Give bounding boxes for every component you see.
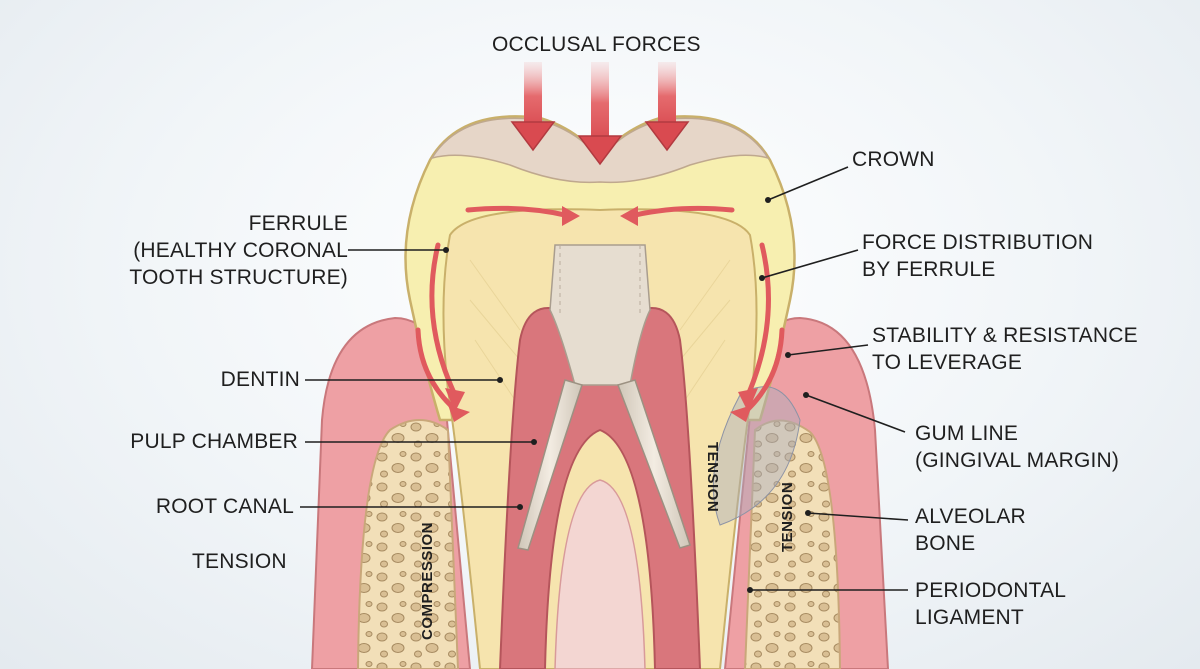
label-tension-left: TENSION (192, 550, 287, 573)
label-force-distribution: FORCE DISTRIBUTION BY FERRULE (862, 229, 1093, 283)
label-stability-line1: STABILITY & RESISTANCE (872, 324, 1138, 347)
label-tension-vertical-outer: TENSION (779, 482, 796, 552)
pulp-chamber (498, 307, 702, 669)
bone-left (356, 419, 460, 669)
label-alveolar-bone-line2: BONE (915, 532, 976, 555)
label-ferrule-line3: TOOTH STRUCTURE) (129, 266, 348, 289)
label-tension-vertical-inner: TENSION (704, 442, 721, 512)
label-gum-line: GUM LINE (GINGIVAL MARGIN) (915, 420, 1119, 474)
label-gum-line-line2: (GINGIVAL MARGIN) (915, 449, 1120, 472)
label-ferrule-line1: FERRULE (248, 212, 348, 235)
post-right (617, 379, 691, 549)
label-periodontal-line1: PERIODONTAL (915, 579, 1067, 602)
occlusal-force-arrows (510, 62, 690, 166)
post-left (517, 379, 583, 551)
inner-root-dentin (554, 479, 646, 669)
label-force-distribution-line1: FORCE DISTRIBUTION (862, 231, 1094, 254)
label-crown: CROWN (852, 148, 935, 171)
label-periodontal-line2: LIGAMENT (915, 606, 1024, 629)
label-compression-vertical: COMPRESSION (419, 522, 436, 640)
label-alveolar-bone: ALVEOLAR BONE (915, 503, 1026, 557)
label-root-canal: ROOT CANAL (155, 495, 294, 518)
label-stability-line2: TO LEVERAGE (872, 351, 1023, 374)
label-stability: STABILITY & RESISTANCE TO LEVERAGE (872, 322, 1138, 376)
label-dentin: DENTIN (220, 368, 300, 391)
bone-right (743, 419, 842, 669)
stability-zone (712, 386, 801, 526)
label-ferrule-line2: (HEALTHY CORONAL (133, 239, 348, 262)
label-gum-line-line1: GUM LINE (915, 422, 1019, 445)
label-alveolar-bone-line1: ALVEOLAR (915, 505, 1026, 528)
label-force-distribution-line2: BY FERRULE (862, 258, 996, 281)
label-periodontal-ligament: PERIODONTAL LIGAMENT (915, 577, 1066, 631)
label-occlusal-forces: OCCLUSAL FORCES (492, 33, 701, 56)
label-pulp-chamber: PULP CHAMBER (130, 430, 298, 453)
label-ferrule: FERRULE (HEALTHY CORONAL TOOTH STRUCTURE… (129, 210, 348, 291)
